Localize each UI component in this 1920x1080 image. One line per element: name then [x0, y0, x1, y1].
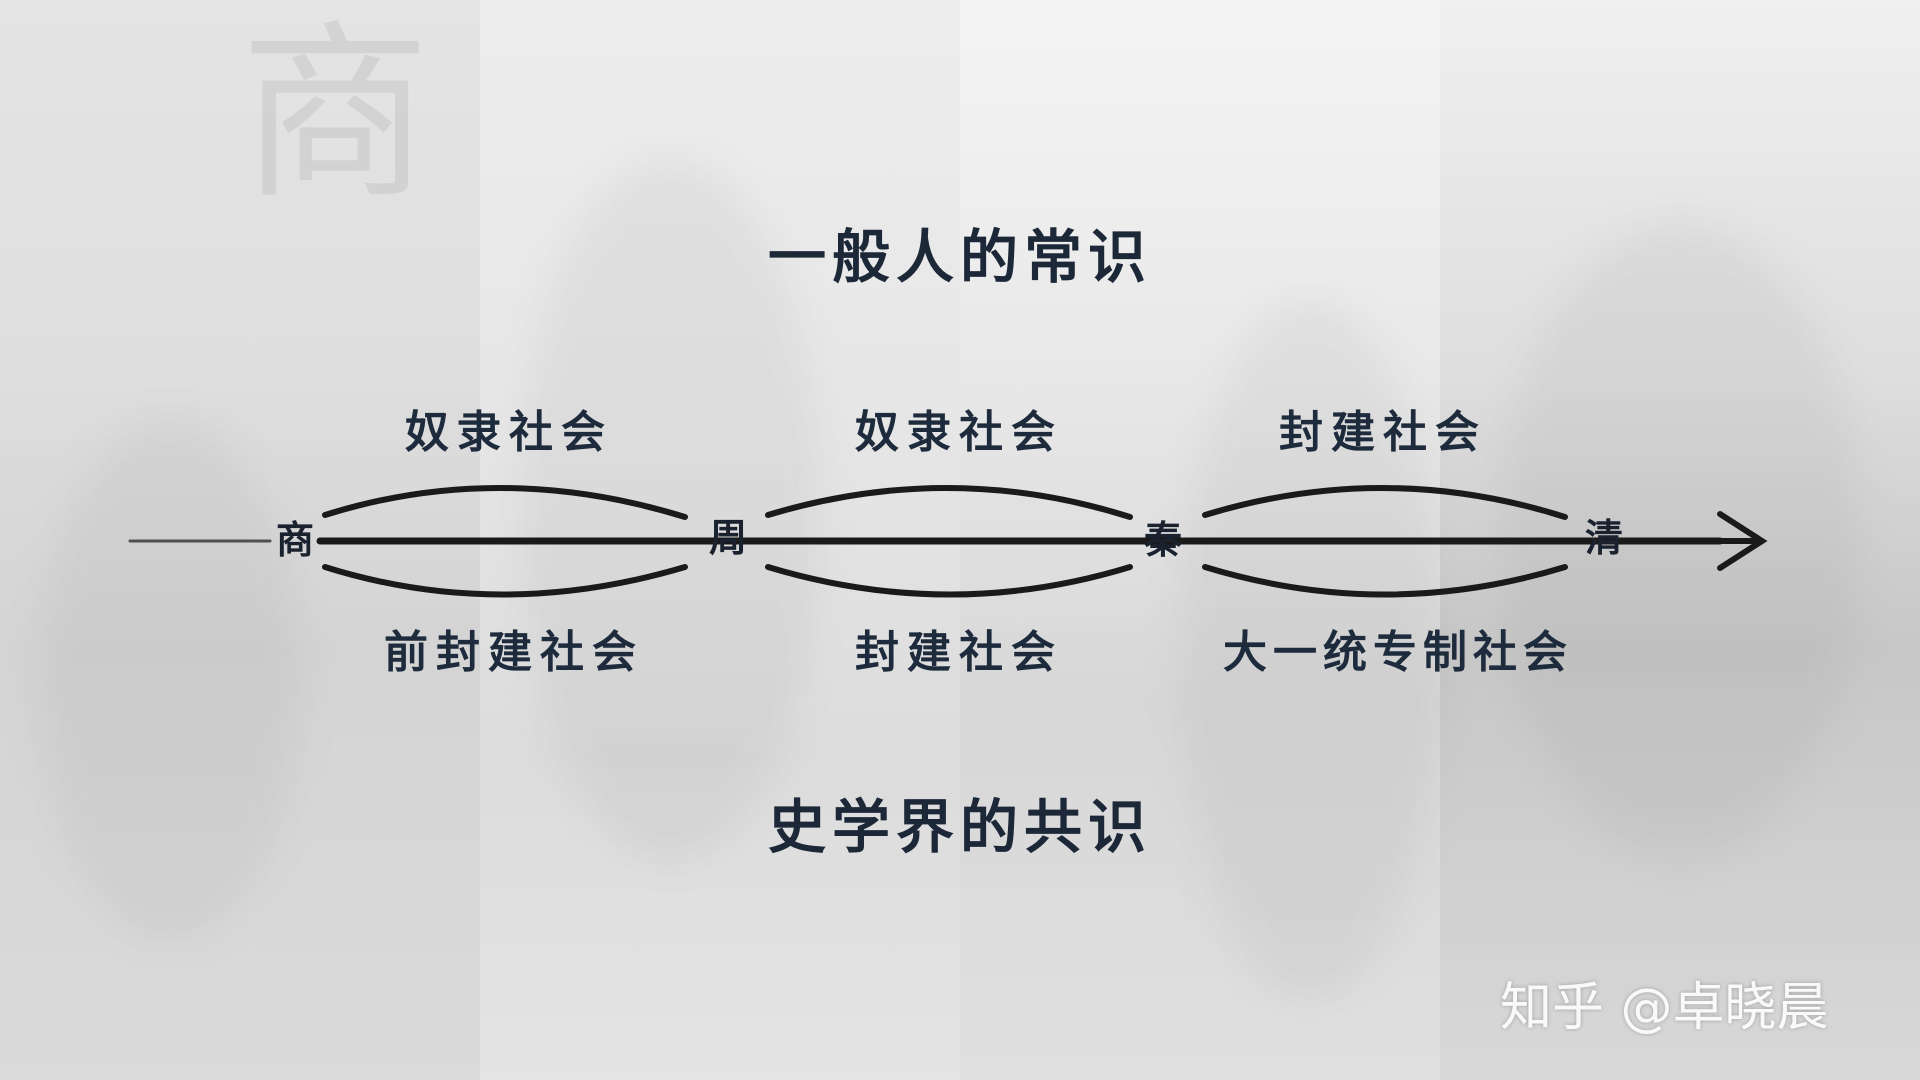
upper-era-label-3: 封建社会: [1279, 407, 1487, 458]
lower-arc-segment-2: [765, 564, 1133, 598]
lower-era-label-3: 大一统专制社会: [1223, 627, 1573, 678]
upper-era-label-2: 奴隶社会: [855, 407, 1063, 458]
lower-era-label-1: 前封建社会: [384, 627, 644, 678]
upper-arc-segment-1: [322, 485, 688, 520]
title-common-view: 一般人的常识: [767, 223, 1152, 291]
timeline-node-qing: 清: [1584, 515, 1623, 560]
upper-era-label-1: 奴隶社会: [405, 407, 613, 458]
watermark: 知乎 @卓晓晨: [1500, 978, 1829, 1038]
upper-arc-segment-3: [1202, 485, 1568, 520]
timeline-node-qin: 秦: [1143, 517, 1182, 562]
lower-arc-segment-1: [322, 564, 688, 598]
background-figure-shape: [40, 420, 300, 940]
lower-era-label-2: 封建社会: [855, 627, 1063, 678]
timeline-node-shang: 商: [275, 517, 314, 562]
background-figure-shape: [1180, 300, 1440, 1000]
timeline-node-zhou: 周: [708, 515, 747, 560]
timeline-arrow-head: [1715, 511, 1768, 571]
background-glyph: 商: [240, 4, 431, 225]
upper-arc-segment-2: [765, 485, 1133, 520]
lower-arc-segment-3: [1202, 564, 1568, 598]
title-academic-consensus: 史学界的共识: [767, 793, 1152, 861]
